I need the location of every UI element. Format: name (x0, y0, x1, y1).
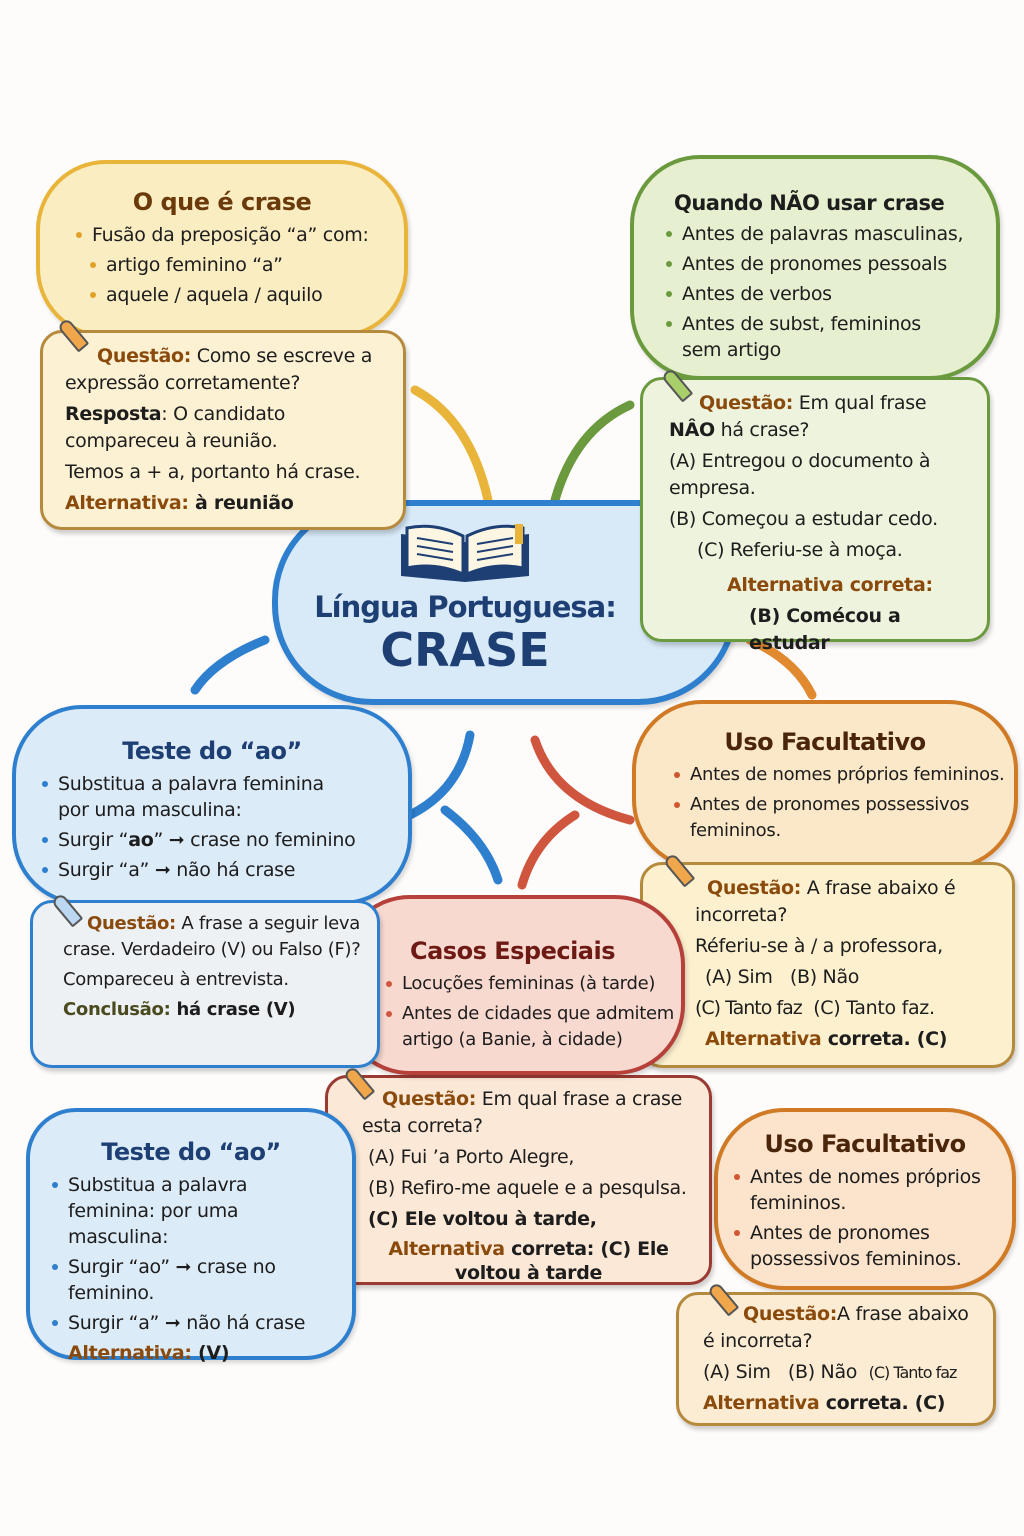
section-title: Uso Facultativo (724, 728, 926, 756)
question-text: A frase abaixo é incorreta? (695, 877, 956, 926)
alternative-text: (B) Comécou a estudar (749, 605, 901, 654)
alternative-label: Alternativa: (65, 492, 189, 514)
bullet: aquele / aquela / aquilo (86, 282, 404, 308)
question-text: A frase a seguir leva crase. Verdadeiro … (63, 913, 361, 960)
alternative-label: Alternativa (705, 1028, 822, 1050)
bullet-text: Surgir “ (58, 829, 129, 851)
bullet: artigo feminino “a” (86, 252, 404, 278)
section-title: Uso Facultativo (764, 1130, 966, 1158)
section-title: Teste do “ao” (101, 1138, 281, 1166)
connector-yellow (410, 385, 493, 505)
sentence: Compareceu à entrevista. (63, 969, 289, 990)
option-b: (B) Refiro-me aquele e a pesqulsa. (368, 1177, 687, 1199)
option-c: (C) Tanto faz (868, 1363, 958, 1382)
conclusion-label: Conclusão: (63, 999, 171, 1020)
question-label: Questão: (699, 392, 794, 414)
bullet-text: ao (128, 829, 154, 851)
uso-facultativo-question-box: Questão: A frase abaixo é incorreta? Réf… (640, 862, 1015, 1068)
option-a: (A) Fui ’a Porto Alegre, (368, 1146, 575, 1168)
question-label: Questão: (87, 913, 176, 934)
alternative-label: Alternativa (703, 1392, 820, 1414)
option-c: (C) Referiu-se à moça. (697, 539, 903, 561)
question-text: há crase? (714, 419, 810, 441)
question-text: A frase abaixo é incorreta? (703, 1303, 969, 1352)
section-title: O que é crase (132, 188, 312, 216)
bullet: Locuções femininas (à tarde) (382, 971, 681, 997)
bullet: Antes de verbos (662, 281, 996, 307)
alternative-text: correta. (C) (821, 1028, 948, 1050)
explanation: Temos a + a, portanto há crase. (65, 461, 361, 483)
alternative-text: (V) (191, 1342, 230, 1364)
bullet: Antes de nomes próprios femininos. (730, 1164, 990, 1216)
connector-green (550, 400, 635, 505)
question-text: Em qual frase (793, 392, 927, 414)
option-a: (A) Sim (705, 966, 773, 988)
bullet: Antes de pronomes possessivos femininos. (670, 792, 990, 844)
open-book-icon (401, 524, 529, 582)
teste-ao-2-cloud: Teste do “ao” Substitua a palavra femini… (26, 1108, 356, 1364)
option-c: (C) Tanto faz. (813, 997, 935, 1019)
casos-especiais-question-box: Questão: Em qual frase a crase esta corr… (325, 1075, 712, 1285)
bullet: Surgir “a” ➞ não há crase (48, 1310, 338, 1336)
bullet: Antes de subst, femininos sem artigo (662, 311, 942, 363)
connector-blue-1 (190, 635, 270, 695)
center-subtitle: CRASE (380, 623, 550, 677)
teste-ao-question-box: Questão: A frase a seguir leva crase. Ve… (30, 900, 380, 1068)
nao-usar-crase-cloud: Quando NÃO usar crase Antes de palavras … (630, 155, 1000, 380)
option-b: (B) Começou a estudar cedo. (669, 508, 938, 530)
alternative-text: correta: (C) Ele voltou à tarde (454, 1238, 669, 1284)
teste-ao-cloud: Teste do “ao” Substitua a palavra femini… (12, 705, 412, 905)
alternative-text: à reunião (188, 492, 294, 514)
question-label: Questão: (707, 877, 802, 899)
center-title: Língua Portuguesa: (314, 590, 617, 624)
section-title: Teste do “ao” (122, 737, 302, 765)
bullet: Antes de pronomes pessoals (662, 251, 996, 277)
bullet: Antes de palavras masculinas, (662, 221, 996, 247)
option-c: (C) Tanto faz (695, 997, 803, 1019)
bullet: Antes de cidades que admitem artigo (a B… (382, 1001, 682, 1053)
option-c: (C) Ele voltou à tarde, (368, 1208, 597, 1230)
question-text: Em qual frase a crase esta correta? (362, 1088, 683, 1137)
connector-blue-2 (405, 730, 475, 820)
uso-facultativo-cloud: Uso Facultativo Antes de nomes próprios … (632, 700, 1018, 870)
connector-red-1 (530, 735, 635, 825)
connector-orange (745, 635, 817, 700)
option-a: (A) Sim (703, 1361, 771, 1383)
alternative-label: Alternativa correta: (727, 574, 933, 596)
answer-text: : O candidato compareceu à reunião. (65, 403, 286, 452)
question-text: Como se escreve a expressão corretamente… (65, 345, 373, 394)
option-a: (A) Entregou o documento à empresa. (669, 450, 931, 499)
bullet: Substitua a palavra feminina por uma mas… (38, 771, 358, 823)
section-title: Casos Especiais (409, 937, 616, 965)
bullet: Surgir “ao” ➞ crase no feminino. (48, 1254, 338, 1306)
o-que-e-question-box: Questão: Como se escreve a expressão cor… (40, 330, 406, 530)
alternative-text: correta. (C) (819, 1392, 946, 1414)
option-b: (B) Não (789, 966, 860, 988)
connector-blue-3 (440, 805, 503, 885)
bullet: Substitua a palavra feminina: por uma ma… (48, 1172, 338, 1250)
bullet-text: ” ➞ crase no feminino (153, 829, 356, 851)
bullet: Antes de nomes próprios femininos. (670, 762, 1014, 788)
option-b: (B) Não (787, 1361, 858, 1383)
sentence: Réferiu-se à / a professora, (695, 935, 943, 957)
bullet: Surgir “ao” ➞ crase no feminino (38, 827, 408, 853)
question-text: NÂO (669, 419, 715, 441)
bullet: Antes de pronomes possessivos femininos. (730, 1220, 990, 1272)
question-label: Questão: (97, 345, 192, 367)
conclusion-text: há crase (V) (170, 999, 296, 1020)
alternative-label: Alternativa (388, 1238, 505, 1260)
bullet: Fusão da preposição “a” com: (72, 222, 404, 248)
casos-especiais-cloud: Casos Especiais Locuções femininas (à ta… (340, 895, 685, 1075)
answer-label: Resposta (65, 403, 162, 425)
alternative-label: Alternativa: (68, 1342, 192, 1364)
question-label: Questão: (743, 1303, 838, 1325)
question-label: Questão: (382, 1088, 477, 1110)
section-title: Quando NÃO usar crase (674, 191, 945, 215)
o-que-e-crase-cloud: O que é crase Fusão da preposição “a” co… (36, 160, 408, 338)
connector-red-2 (517, 810, 580, 890)
bullet: Surgir “a” ➞ não há crase (38, 857, 408, 883)
uso-facultativo-2-cloud: Uso Facultativo Antes de nomes próprios … (714, 1108, 1016, 1290)
